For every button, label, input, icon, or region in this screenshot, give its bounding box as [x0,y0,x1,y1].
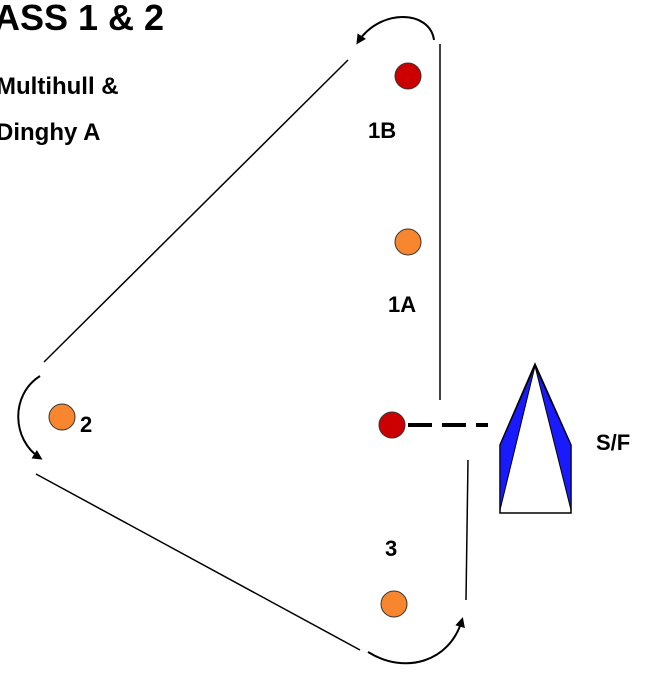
rounding-arrow-3 [367,617,465,665]
course-subtitle-line-2: Dinghy A [0,119,100,146]
mark-buoy-icon [394,62,422,90]
leg-line-reach-1 [43,59,349,363]
rounding-arrow-2 [17,375,43,460]
mark-1b-label: 1B [368,118,396,143]
course-title: ASS 1 & 2 [0,0,164,38]
committee-boat-icon [499,362,572,514]
leg-line-finish [465,459,469,601]
mark-3-label: 3 [385,536,397,561]
rounding-arrow-1b [356,16,435,45]
committee-boat-label: S/F [596,430,630,455]
mark-1a-label: 1A [388,292,416,317]
mark-buoy-icon [380,590,408,618]
leg-line-reach-2 [35,473,361,651]
start-pin-buoy-icon [378,411,406,439]
course-subtitle-line-1: Multihull & [0,73,119,100]
mark-2-label: 2 [80,412,92,437]
mark-buoy-icon [48,403,76,431]
mark-buoy-icon [394,228,422,256]
